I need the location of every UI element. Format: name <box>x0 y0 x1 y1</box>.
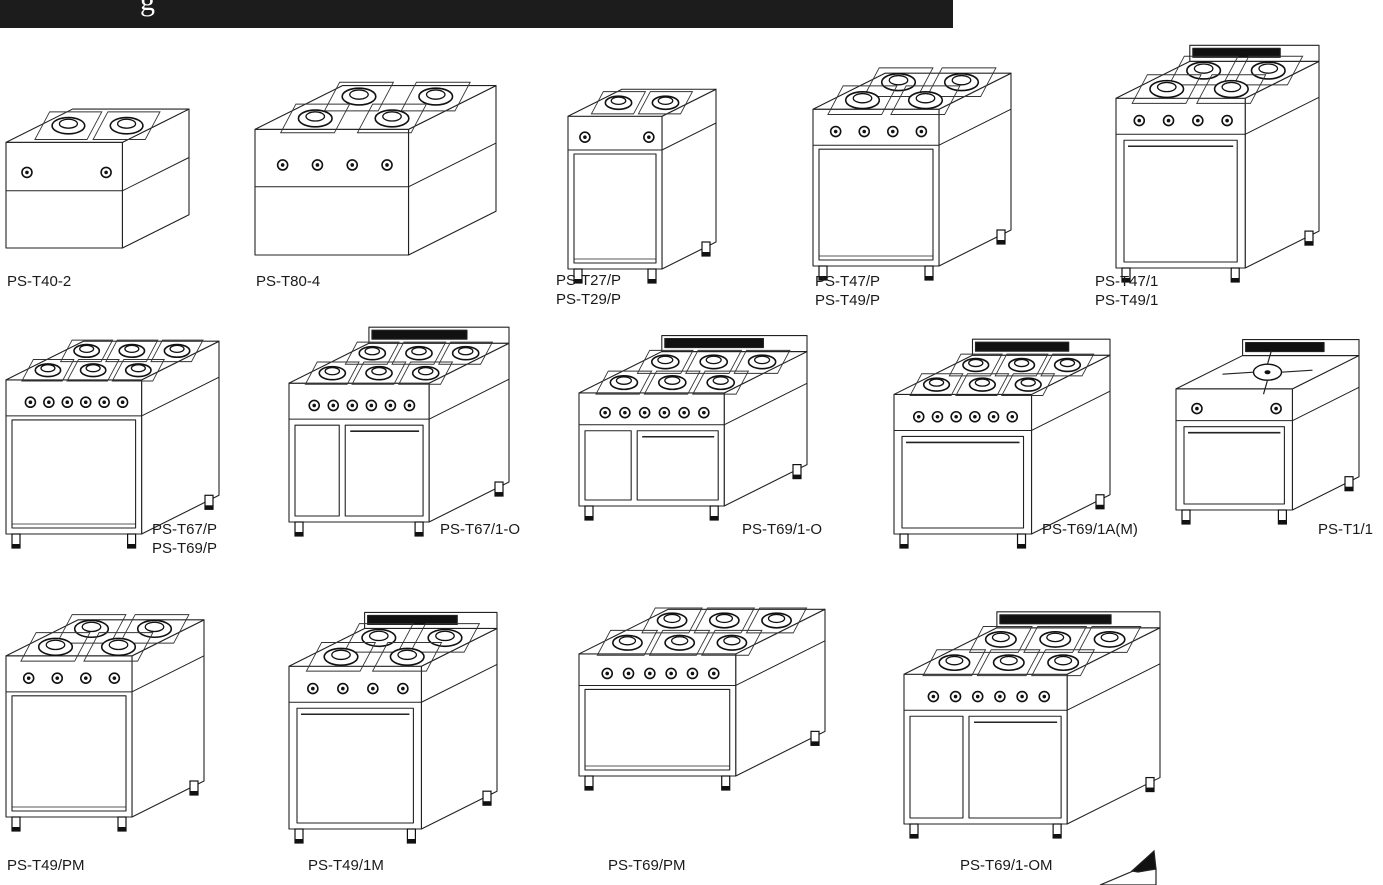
product-ps-t69-1am <box>893 310 1111 550</box>
product-label: PS-T49/PM <box>7 857 85 874</box>
partial-product-drawing <box>1098 845 1158 885</box>
product-ps-t1-1 <box>1175 314 1360 526</box>
product-drawing <box>578 335 808 521</box>
product-drawing <box>1115 44 1320 283</box>
product-drawing <box>288 326 510 537</box>
product-ps-t80-4 <box>254 60 497 257</box>
product-label: PS-T67/P PS-T69/P <box>152 521 218 557</box>
product-label: PS-T69/1-OM <box>960 857 1053 874</box>
product-label: PS-T69/1-O <box>742 521 823 538</box>
product-ps-t49-1m <box>288 580 498 845</box>
product-drawing <box>254 81 497 256</box>
product-label: PS-T67/1-O <box>440 521 521 538</box>
product-drawing <box>288 611 498 844</box>
product-drawing <box>812 67 1012 281</box>
product-label: PS-T69/1A(M) <box>1042 521 1138 538</box>
product-label: PS-T80-4 <box>256 273 321 290</box>
product-ps-t69-1-om <box>903 580 1161 840</box>
product-drawing <box>903 611 1161 839</box>
product-label: PS-T27/P PS-T29/P <box>556 272 622 308</box>
product-ps-t27-p <box>567 60 717 285</box>
product-label: PS-T40-2 <box>7 273 72 290</box>
product-ps-t40-2 <box>5 88 190 250</box>
product-drawing <box>5 108 190 249</box>
product-label: PS-T47/P PS-T49/P <box>815 273 881 309</box>
product-drawing <box>5 614 205 832</box>
product-ps-t69-pm <box>578 582 826 792</box>
product-ps-t47-1 <box>1115 12 1320 284</box>
header-banner: g <box>0 0 953 28</box>
product-drawing <box>5 339 220 549</box>
product-drawing <box>567 88 717 284</box>
banner-text: g <box>140 0 155 17</box>
product-drawing <box>1175 339 1360 525</box>
product-label: PS-T69/PM <box>608 857 686 874</box>
product-label: PS-T1/1 <box>1318 521 1374 538</box>
product-ps-t49-pm <box>5 588 205 833</box>
product-label: PS-T49/1M <box>308 857 384 874</box>
product-ps-t47-p <box>812 42 1012 282</box>
product-ps-t67-p <box>5 310 220 550</box>
product-ps-t67-1-o <box>288 298 510 538</box>
product-ps-t69-1-o <box>578 310 808 522</box>
product-drawing <box>578 607 826 791</box>
product-drawing <box>893 338 1111 549</box>
product-label: PS-T47/1 PS-T49/1 <box>1095 273 1159 309</box>
